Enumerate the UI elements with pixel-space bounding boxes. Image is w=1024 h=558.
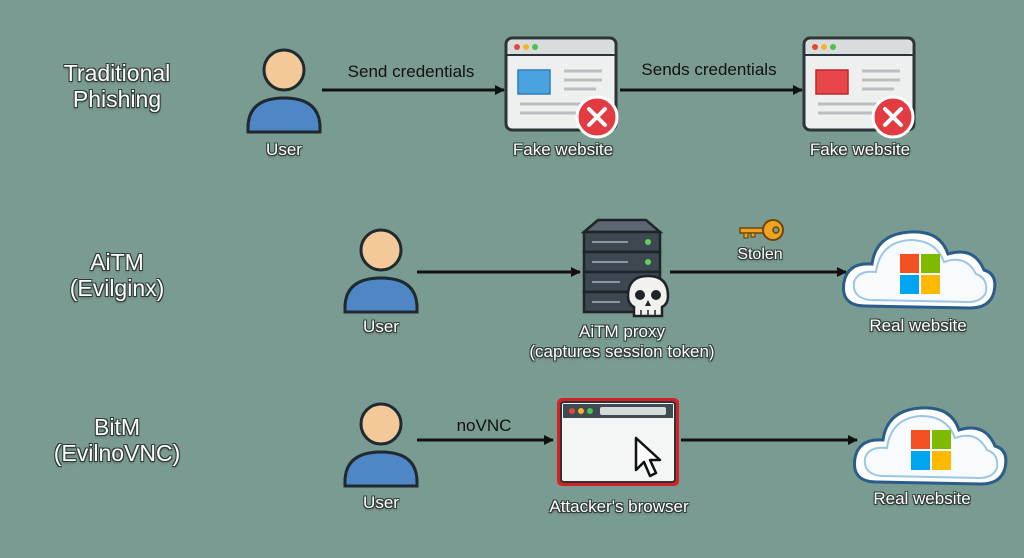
row1-node3-label: Fake website [809, 140, 911, 159]
row2-edge2-label: Stolen [737, 246, 783, 263]
row1-edge2-label: Sends credentials [641, 60, 777, 79]
row3-title-line1: BitM [94, 414, 140, 440]
row1-fake-website-icon [504, 36, 618, 132]
skull-icon [626, 274, 670, 318]
row1-node2-label: Fake website [512, 140, 614, 159]
cursor-icon [634, 436, 662, 478]
row3-title-line2: (EvilnoVNC) [53, 440, 181, 467]
row3-user-label: User [363, 493, 399, 512]
row1-title-line2: Phishing [72, 86, 162, 113]
row2-title-line1: AiTM [90, 249, 144, 275]
row1-error-icon [575, 95, 619, 139]
row1-edge1-label: Send credentials [347, 62, 475, 81]
row2-node2-label: AiTM proxy (captures session token) [529, 322, 714, 361]
row2-node2-label-line2: (captures session token) [529, 341, 715, 361]
row3-edge1-label: noVNC [456, 416, 512, 435]
row2-cloud-icon [841, 230, 997, 310]
row2-node2-label-line1: AiTM proxy [579, 322, 665, 341]
row3-title: BitM (EvilnoVNC) [54, 414, 181, 467]
row2-user-label: User [363, 317, 399, 336]
row3-node3-label: Real website [873, 489, 971, 508]
row1-title: Traditional Phishing [64, 60, 171, 113]
row3-cloud-icon [852, 406, 1008, 486]
row2-title: AiTM (Evilginx) [70, 249, 165, 302]
row2-title-line2: (Evilginx) [69, 275, 165, 302]
row1-fake-website-2-icon [802, 36, 916, 132]
row2-node3-label: Real website [869, 316, 967, 335]
row1-user-label: User [266, 140, 302, 159]
attacker-browser-icon [557, 398, 679, 486]
row3-node2-label: Attacker's browser [549, 497, 689, 516]
row1-error-2-icon [871, 95, 915, 139]
row1-title-line1: Traditional [63, 60, 171, 86]
key-icon [739, 219, 784, 241]
